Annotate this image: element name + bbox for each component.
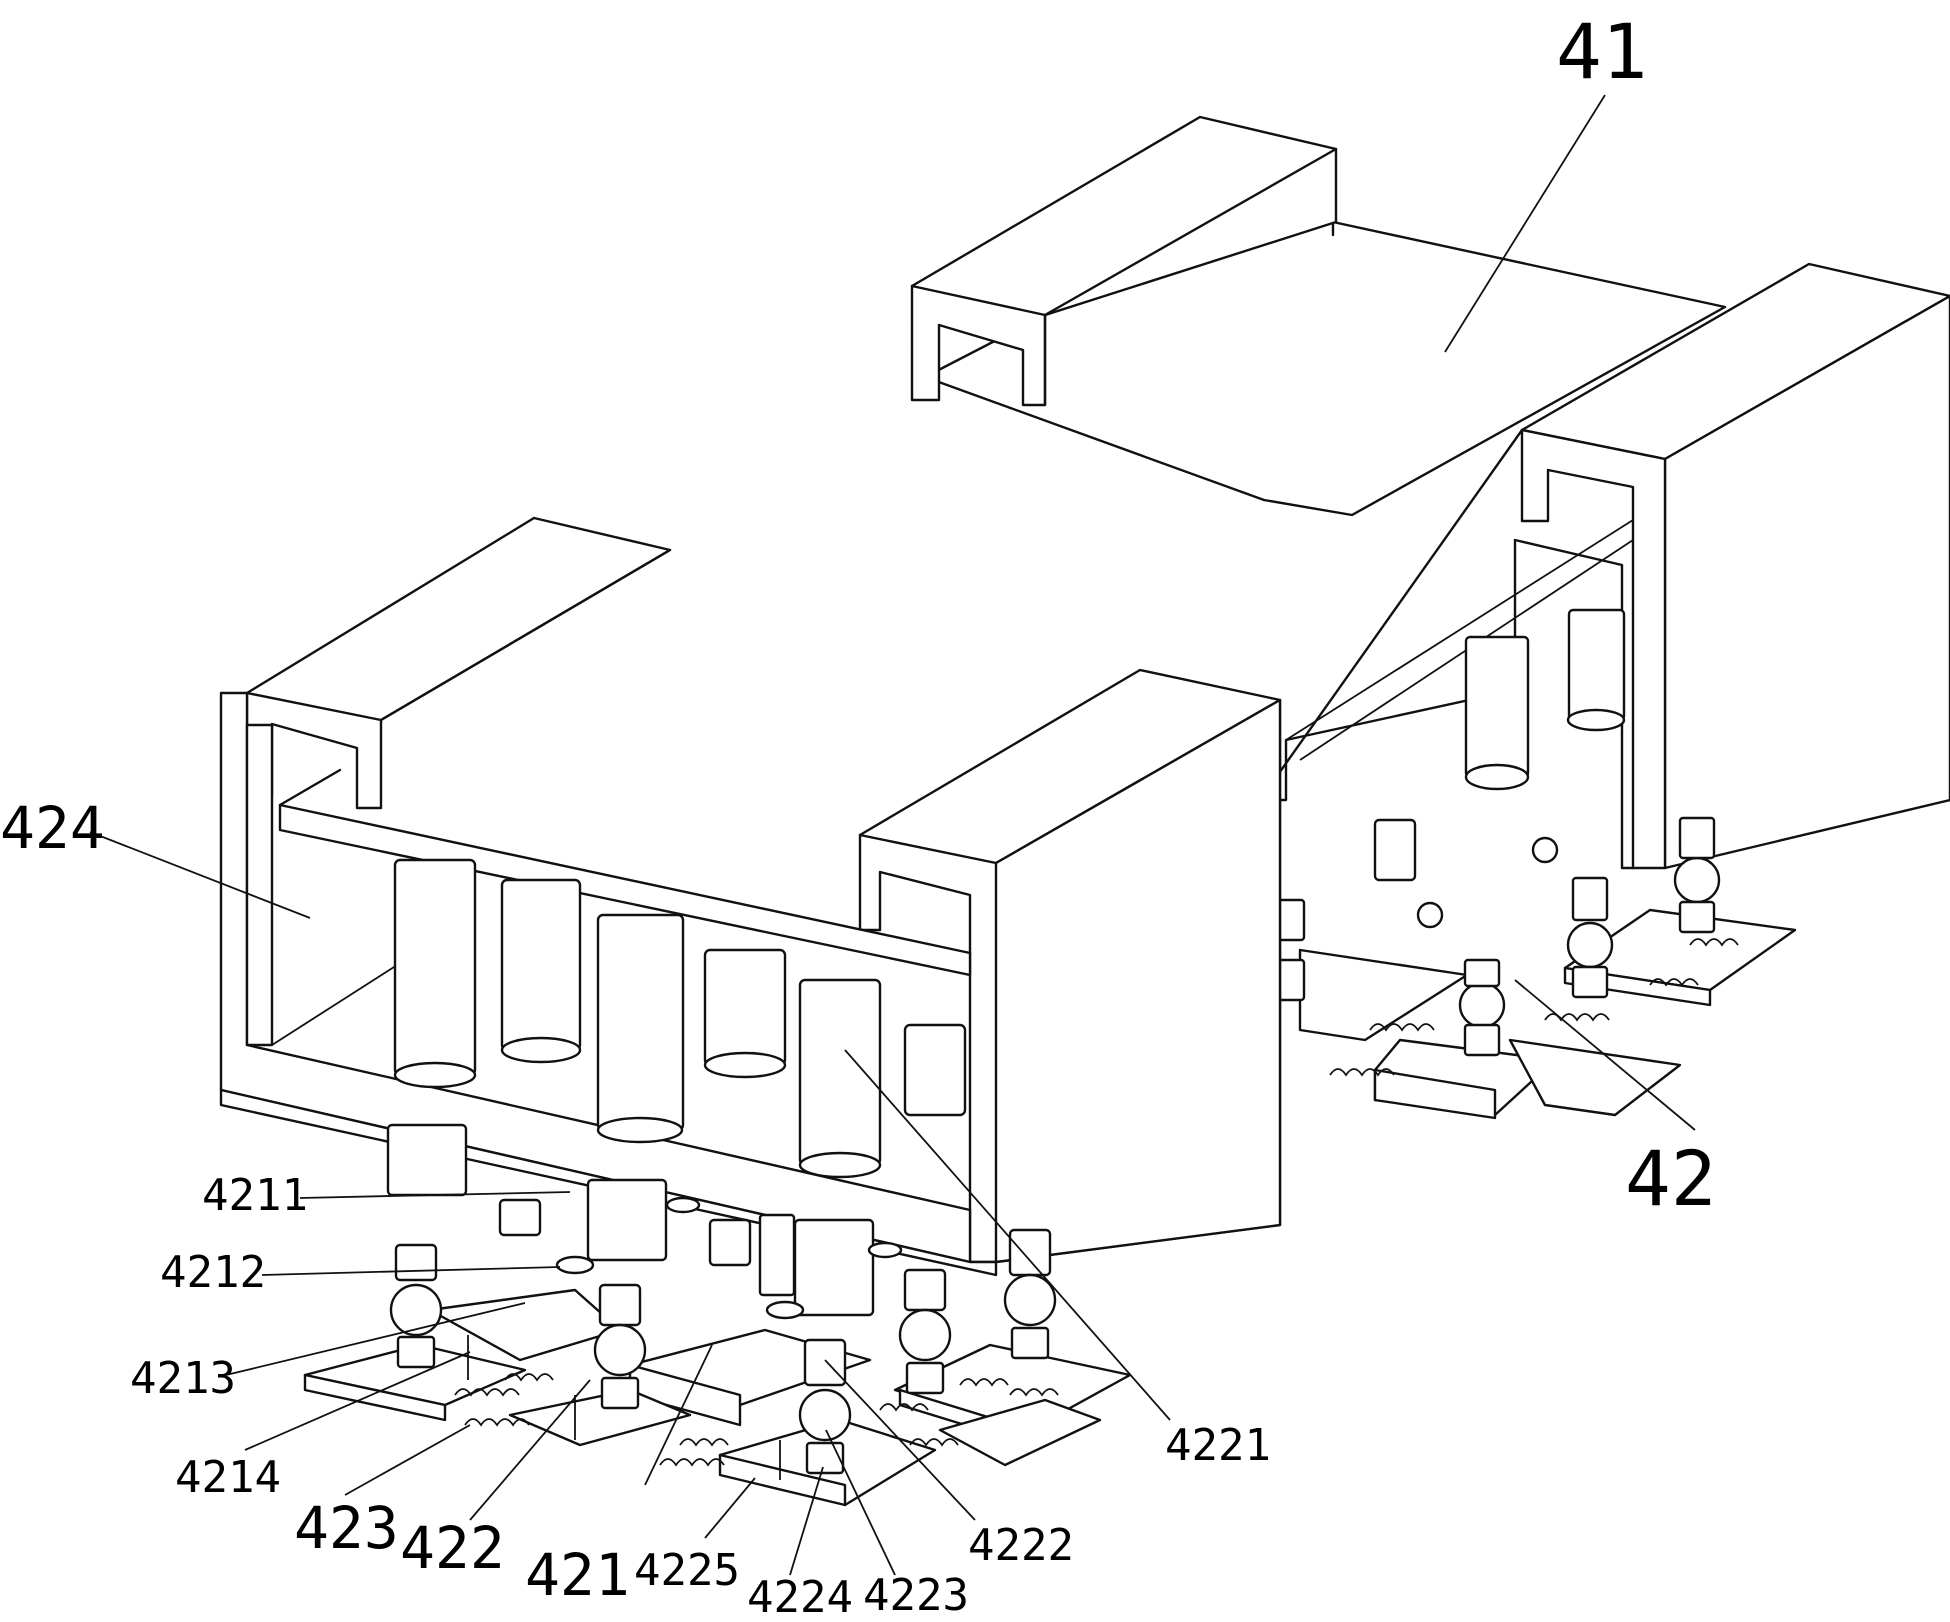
leader-lines [89, 94, 1696, 1576]
label-4225: 4225 [634, 1545, 740, 1596]
label-424: 424 [0, 794, 105, 862]
back-channel [910, 115, 1338, 407]
label-422: 422 [400, 1514, 505, 1582]
label-4212: 4212 [160, 1247, 266, 1298]
label-4213: 4213 [130, 1353, 236, 1404]
leader-4222 [824, 1359, 976, 1521]
front-channel [219, 516, 1282, 1277]
label-4221: 4221 [1165, 1420, 1271, 1471]
leader-41 [1444, 94, 1606, 353]
label-4214: 4214 [175, 1452, 281, 1503]
labels: 41 42 424 4211 4212 4213 4214 423 422 42… [0, 7, 1717, 1622]
leader-4221 [844, 1049, 1171, 1421]
leader-422 [469, 1379, 591, 1521]
leader-4211 [299, 1191, 571, 1199]
leader-4223 [825, 1429, 896, 1576]
leader-421 [644, 1344, 713, 1486]
label-421: 421 [525, 1541, 630, 1609]
right-channel [1258, 262, 1950, 870]
right-foot-assembly [1268, 816, 1797, 1120]
leader-42 [1514, 979, 1696, 1131]
leader-4213 [225, 1302, 526, 1376]
leader-424 [89, 831, 311, 919]
leader-423 [344, 1424, 471, 1496]
leader-4212 [261, 1266, 561, 1276]
label-4222: 4222 [968, 1520, 1074, 1571]
label-4224: 4224 [747, 1572, 853, 1622]
label-4223: 4223 [863, 1570, 969, 1621]
leader-4225 [704, 1477, 756, 1539]
label-4211: 4211 [202, 1170, 308, 1221]
label-41: 41 [1556, 7, 1648, 96]
label-423: 423 [294, 1494, 399, 1562]
leader-4224 [789, 1466, 824, 1576]
leader-4214 [244, 1351, 471, 1451]
front-foot-assembly [303, 1123, 1132, 1507]
label-42: 42 [1625, 1134, 1717, 1223]
